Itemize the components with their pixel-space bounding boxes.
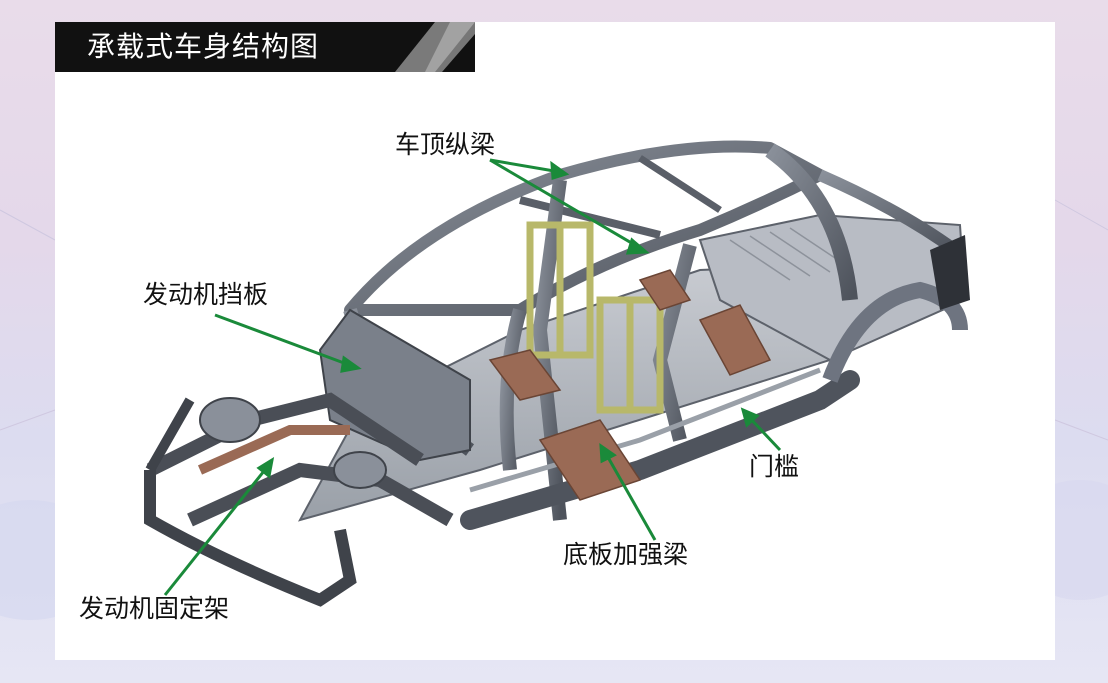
engine-mount-rail <box>197 425 350 475</box>
label-floor-beam: 底板加强梁 <box>563 540 689 569</box>
rear-wheel-arch <box>822 281 968 383</box>
arrow-icon <box>163 158 782 596</box>
page-title: 承载式车身结构图 <box>87 30 320 63</box>
front-bumper-frame <box>144 470 357 607</box>
title-bar: 承载式车身结构图 <box>55 22 475 72</box>
diagram-card: 承载式车身结构图 车顶纵梁 发动机挡板 发动机固定架 底板加强梁 门槛 <box>55 22 1055 660</box>
label-roof-rail: 车顶纵梁 <box>395 130 496 159</box>
car-body-illustration <box>144 140 970 607</box>
label-door-sill: 门槛 <box>749 452 800 481</box>
label-firewall: 发动机挡板 <box>143 280 269 309</box>
roof-rail-reinforcement <box>526 221 664 414</box>
title-bar-stripe <box>395 22 475 72</box>
door-sill <box>460 370 860 530</box>
floor-beams <box>488 269 772 501</box>
label-engine-mount: 发动机固定架 <box>79 594 230 623</box>
roof-outline <box>344 140 826 316</box>
front-rail <box>146 392 424 477</box>
